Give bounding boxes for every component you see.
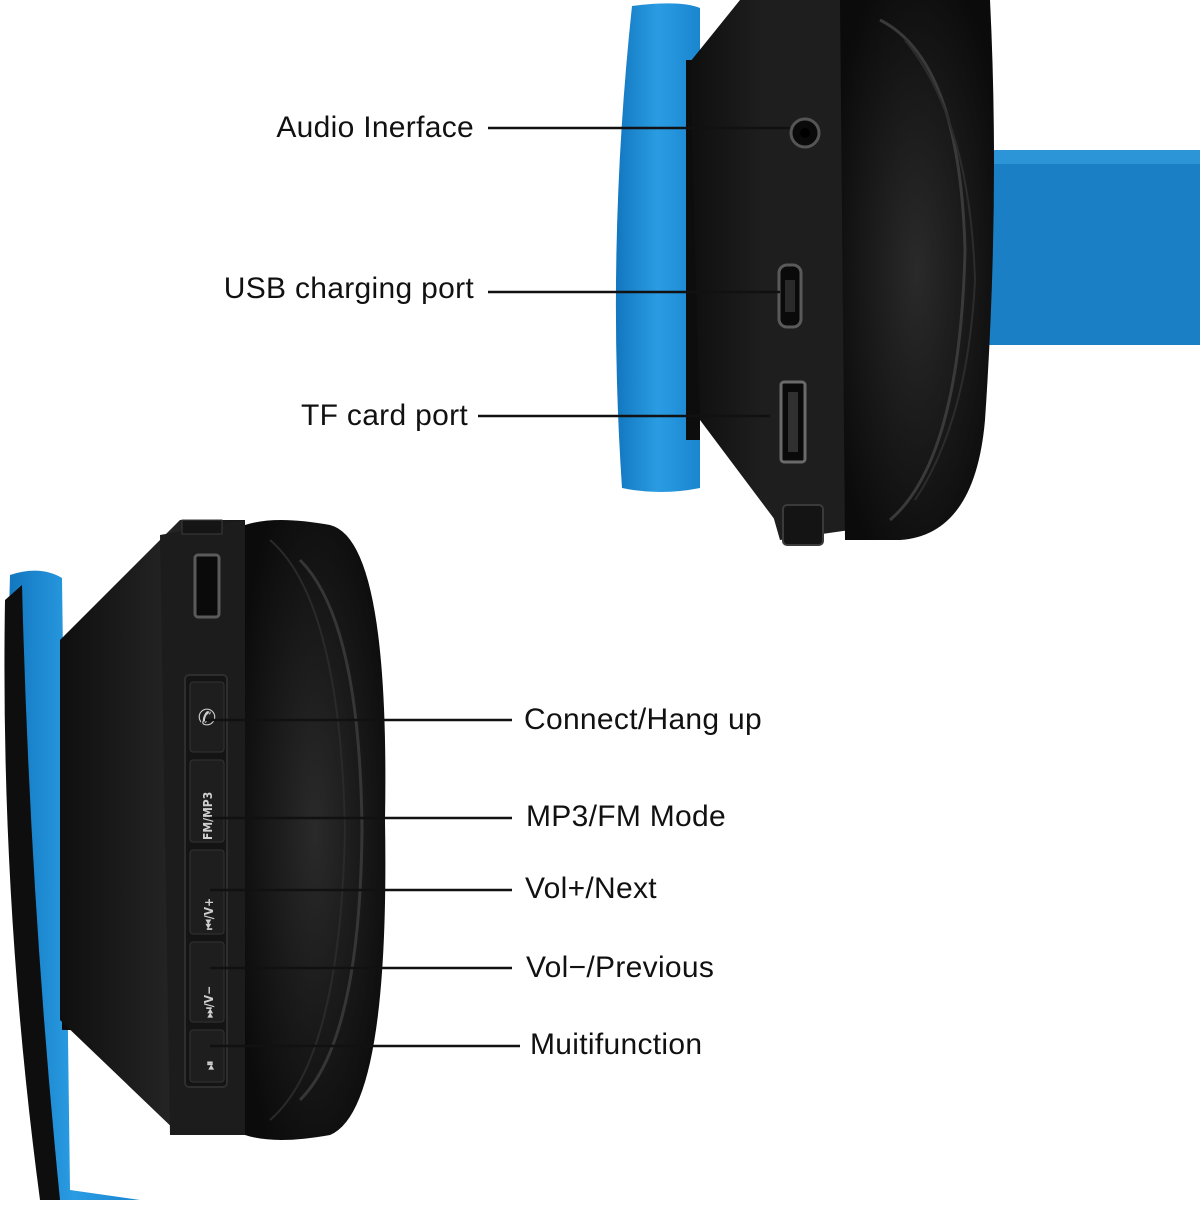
vol-minus-glyph: ⏭/V− bbox=[202, 986, 216, 1018]
phone-icon: ✆ bbox=[198, 706, 216, 731]
top-headband-shade bbox=[960, 150, 1200, 164]
vol-minus-button[interactable]: ⏭/V− bbox=[189, 941, 225, 1023]
label-audio-interface: Audio Inerface bbox=[276, 111, 474, 144]
label-multifunction: Muitifunction bbox=[530, 1028, 703, 1061]
bottom-top-switch bbox=[181, 519, 223, 535]
top-bottom-switch bbox=[782, 504, 824, 546]
multifunction-button[interactable]: ⏯ bbox=[189, 1029, 225, 1083]
top-headband bbox=[960, 150, 1200, 345]
play-pause-icon: ⏯ bbox=[203, 1060, 217, 1070]
leader-lines bbox=[205, 126, 790, 1048]
top-earcup bbox=[615, 0, 1200, 546]
mode-button-glyph: FM/MP3 bbox=[201, 792, 215, 840]
label-vol-minus-previous: Vol−/Previous bbox=[526, 951, 715, 984]
bottom-earcup: ✆ FM/MP3 ⏮/V+ ⏭/V− ⏯ bbox=[4, 519, 386, 1200]
top-blue-ring bbox=[615, 3, 700, 493]
bottom-ring-inner-black bbox=[4, 585, 60, 1200]
top-cushion bbox=[840, 0, 994, 540]
bottom-tf-slot bbox=[193, 553, 221, 619]
vol-plus-glyph: ⏮/V+ bbox=[202, 898, 216, 930]
label-vol-plus-next: Vol+/Next bbox=[525, 872, 657, 905]
mode-button[interactable]: FM/MP3 bbox=[189, 759, 225, 843]
top-cushion-highlight bbox=[879, 18, 967, 522]
connect-button[interactable]: ✆ bbox=[189, 681, 225, 753]
label-connect-hang-up: Connect/Hang up bbox=[524, 703, 762, 736]
label-usb-charging-port: USB charging port bbox=[223, 272, 474, 305]
label-tf-card-port: TF card port bbox=[301, 399, 468, 432]
label-mp3-fm-mode: MP3/FM Mode bbox=[526, 800, 727, 833]
vol-plus-button[interactable]: ⏮/V+ bbox=[189, 849, 225, 935]
